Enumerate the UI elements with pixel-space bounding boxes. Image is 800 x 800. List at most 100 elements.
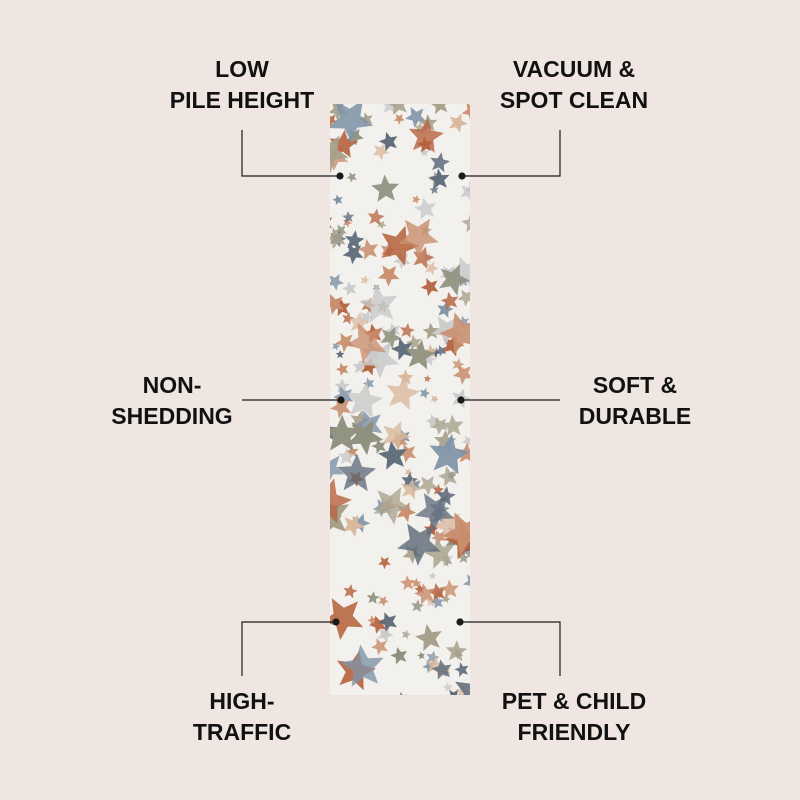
star-icon xyxy=(382,421,411,451)
star-icon xyxy=(430,417,449,435)
star-icon xyxy=(452,364,470,385)
star-icon xyxy=(430,395,439,404)
star-icon xyxy=(455,681,470,695)
star-icon xyxy=(423,343,438,359)
star-icon xyxy=(393,114,405,125)
star-icon xyxy=(343,584,358,599)
feature-low-pile-height: LOW PILE HEIGHT xyxy=(160,54,324,116)
star-icon xyxy=(357,238,379,260)
star-icon xyxy=(412,195,421,204)
star-icon xyxy=(378,556,392,570)
star-icon xyxy=(398,218,439,258)
star-icon xyxy=(377,626,394,643)
star-icon xyxy=(457,289,470,307)
feature-line: SOFT & xyxy=(592,372,678,398)
star-icon xyxy=(461,213,470,233)
star-icon xyxy=(332,341,341,351)
star-icon xyxy=(414,197,436,220)
star-icon xyxy=(425,261,439,276)
feature-high-traffic: HIGH- TRAFFIC xyxy=(180,686,304,748)
star-icon xyxy=(335,349,345,359)
star-icon xyxy=(423,537,454,569)
star-icon xyxy=(330,414,361,451)
star-icon xyxy=(366,591,380,604)
star-icon xyxy=(431,530,447,546)
star-icon xyxy=(335,362,349,376)
feature-line: VACUUM & xyxy=(512,56,636,82)
feature-line: NON- xyxy=(142,372,202,398)
feature-line: LOW xyxy=(215,56,269,82)
star-icon xyxy=(439,264,470,296)
star-icon xyxy=(330,478,353,524)
star-icon xyxy=(428,168,450,189)
star-icon xyxy=(452,358,465,371)
star-icon xyxy=(449,689,458,695)
star-icon xyxy=(422,322,440,340)
star-icon xyxy=(401,629,411,640)
star-icon xyxy=(352,359,367,374)
star-icon xyxy=(418,476,439,496)
star-icon xyxy=(386,376,420,410)
star-icon xyxy=(461,104,470,120)
star-icon xyxy=(432,483,445,496)
star-icon xyxy=(381,225,420,266)
callout-dot xyxy=(456,618,464,626)
star-icon xyxy=(343,218,353,228)
star-icon xyxy=(439,312,470,355)
star-icon xyxy=(369,615,387,634)
star-icon xyxy=(397,443,417,463)
leader-line xyxy=(241,130,340,177)
star-icon xyxy=(417,651,425,660)
star-icon xyxy=(420,278,439,297)
star-icon xyxy=(429,184,439,195)
star-icon xyxy=(414,493,455,532)
star-icon xyxy=(464,279,470,292)
star-icon xyxy=(401,478,422,500)
star-icon xyxy=(330,114,338,128)
star-icon xyxy=(411,577,422,588)
star-icon xyxy=(330,104,374,144)
star-icon xyxy=(344,230,365,250)
star-icon xyxy=(414,583,435,605)
feature-line: HIGH- xyxy=(209,688,275,714)
feature-line: PET & CHILD xyxy=(501,688,647,714)
star-icon xyxy=(419,387,431,399)
star-icon xyxy=(345,445,359,459)
star-icon xyxy=(358,284,398,324)
star-icon xyxy=(397,523,441,566)
star-icon xyxy=(429,433,470,475)
star-icon xyxy=(430,152,451,173)
star-icon xyxy=(442,594,451,604)
star-icon xyxy=(378,440,408,470)
star-icon xyxy=(334,378,350,394)
star-icon xyxy=(419,147,429,157)
leader-line xyxy=(460,621,561,676)
star-icon xyxy=(400,691,408,695)
star-icon xyxy=(330,397,352,419)
star-icon xyxy=(428,571,437,580)
star-icon xyxy=(408,118,444,153)
star-icon xyxy=(440,291,459,310)
star-icon xyxy=(460,185,470,200)
feature-line: TRAFFIC xyxy=(192,719,292,745)
callout-dot xyxy=(457,396,465,404)
callout-dot xyxy=(458,172,466,180)
star-icon xyxy=(411,599,425,613)
feature-vacuum-spot-clean: VACUUM & SPOT CLEAN xyxy=(488,54,660,116)
star-icon xyxy=(469,466,470,468)
star-icon xyxy=(348,311,370,333)
star-icon xyxy=(337,453,377,492)
star-icon xyxy=(405,339,436,370)
star-icon xyxy=(378,131,398,152)
star-icon xyxy=(330,217,333,229)
star-icon xyxy=(377,265,400,287)
feature-line: FRIENDLY xyxy=(517,719,631,745)
star-icon xyxy=(462,435,470,448)
star-icon xyxy=(330,135,349,173)
star-icon xyxy=(342,211,355,223)
star-icon xyxy=(430,595,445,609)
star-icon xyxy=(399,575,416,590)
star-icon xyxy=(449,113,468,133)
feature-non-shedding: NON- SHEDDING xyxy=(100,370,244,432)
